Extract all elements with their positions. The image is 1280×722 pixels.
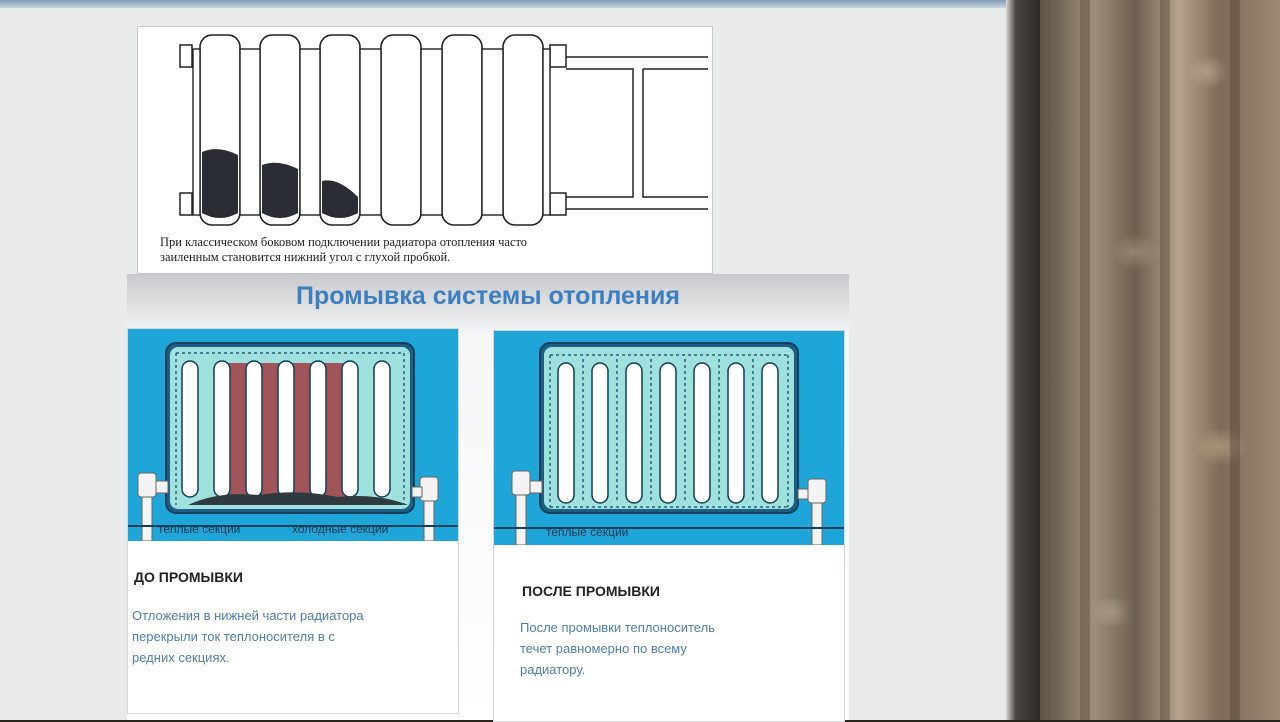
radiator-after-svg <box>494 331 844 546</box>
after-heading: ПОСЛЕ ПРОМЫВКИ <box>522 583 660 599</box>
before-description: Отложения в нижней части радиатора перек… <box>132 605 364 668</box>
before-flush-panel: теплые секции холодные секции ДО ПРОМЫВК… <box>127 328 459 714</box>
window-title-strip <box>0 0 1015 8</box>
curtain-fold <box>1080 0 1090 720</box>
caption-line-1: При классическом боковом подключении рад… <box>160 235 528 249</box>
cold-sections-label: холодные секции <box>292 522 389 536</box>
before-desc-line-2: перекрыли ток теплоносителя в с <box>132 629 335 644</box>
curtain-fold <box>1230 0 1240 720</box>
diagram-caption: При классическом боковом подключении рад… <box>160 235 700 265</box>
before-heading: ДО ПРОМЫВКИ <box>134 569 243 585</box>
radiator-line-drawing <box>179 34 708 226</box>
warm-sections-label: теплые секции <box>158 522 241 536</box>
warm-sections-label-after: теплые секции <box>546 525 629 539</box>
slide-title: Промывка системы отопления <box>296 282 680 310</box>
sediment <box>188 492 408 505</box>
sludge-deposit <box>202 149 358 218</box>
after-desc-line-2: течет равномерно по всему <box>520 641 687 656</box>
after-radiator-illustration: теплые секции <box>494 331 844 546</box>
flushing-slide: Промывка системы отопления <box>127 274 849 722</box>
after-desc-line-3: радиатору. <box>520 662 586 677</box>
after-desc-line-1: После промывки теплоноситель <box>520 620 715 635</box>
monitor-screen: При классическом боковом подключении рад… <box>0 0 1015 722</box>
before-radiator-illustration: теплые секции холодные секции <box>128 329 458 542</box>
curtain-fold <box>1160 0 1170 720</box>
radiator-before-svg <box>128 329 458 542</box>
radiator-sludge-diagram: При классическом боковом подключении рад… <box>137 26 713 274</box>
after-description: После промывки теплоноситель течет равно… <box>520 617 715 680</box>
before-desc-line-1: Отложения в нижней части радиатора <box>132 608 364 623</box>
before-desc-line-3: редних секциях. <box>132 650 230 665</box>
after-flush-panel: теплые секции ПОСЛЕ ПРОМЫВКИ После промы… <box>493 330 845 722</box>
caption-line-2: заиленным становится нижний угол с глухо… <box>160 250 451 264</box>
curtain-background <box>1040 0 1280 720</box>
